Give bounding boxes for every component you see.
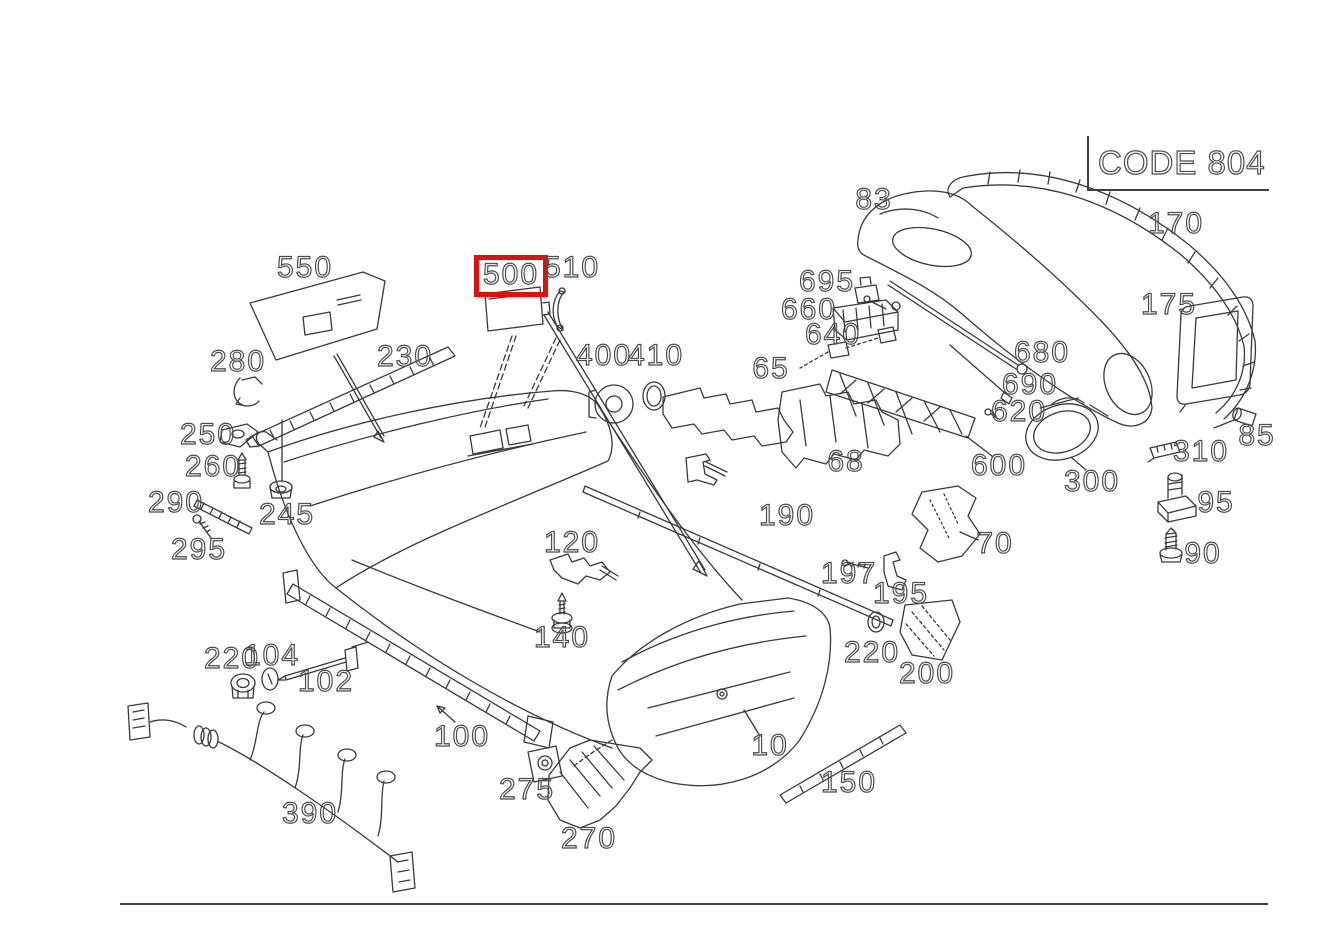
part-197-screw [841,559,869,569]
part-label: 390 [281,797,339,830]
part-label: 83 [855,183,893,216]
part-140-screw [551,592,573,634]
part-label: 102 [297,665,355,698]
part-290-strip [193,499,253,535]
part-label: 150 [820,766,878,799]
part-label: 410 [627,339,685,372]
part-220-nut-left [230,673,256,699]
part-label: 90 [1184,537,1222,570]
part-85-pin [1213,407,1257,429]
part-label: 195 [872,577,930,610]
part-label: 300 [1063,465,1121,498]
part-600-beam [825,369,976,439]
part-190-strip [582,485,894,627]
part-250-clip [219,423,259,448]
part-300-tailpipe [1025,397,1109,461]
part-410-ring [642,381,666,411]
part-230-rail [245,346,456,448]
part-175-frame [1176,296,1254,413]
part-620-screw [984,408,999,420]
code-callout: CODE 804 [1087,136,1269,191]
part-280-clip [233,376,263,407]
part-label: 310 [1172,435,1230,468]
part-104-clip [261,667,279,691]
part-245-grommet [269,480,293,499]
part-label: 260 [184,450,242,483]
part-120-bracket [549,553,619,585]
part-690-rod [949,344,1013,405]
part-label: 690 [1001,368,1059,401]
part-label-highlighted: 500 [473,255,549,297]
part-label: 270 [560,822,618,855]
part-label: 280 [209,345,267,378]
part-label: 70 [976,527,1014,560]
part-275-plate [527,745,563,783]
part-label: 620 [990,395,1048,428]
part-label: 200 [898,657,956,690]
part-660-module [832,295,901,341]
part-150-strip [779,724,907,804]
part-550-pad [249,271,386,361]
part-label: 400 [575,339,633,372]
part-label: 120 [543,526,601,559]
part-label: 510 [543,251,601,284]
part-390-harness [127,701,416,893]
part-65-absorber [662,387,794,447]
part-label: 295 [170,533,228,566]
part-label: 245 [258,498,316,531]
part-220-grommet-right [867,611,885,633]
part-label: 85 [1238,419,1276,452]
part-label: 600 [970,449,1028,482]
part-label: 68 [827,445,865,478]
part-label: 10 [751,729,789,762]
part-95-mount [1157,472,1197,523]
part-83-diffuser [856,190,1153,427]
part-label: 550 [276,251,334,284]
part-label: 100 [433,720,491,753]
part-195-bracket [883,551,907,591]
part-680-rod [887,280,1028,375]
part-label: 65 [752,352,790,385]
part-label: 680 [1013,336,1071,369]
part-310-clip [1147,441,1181,463]
bottom-rule [120,903,1268,905]
part-label: 290 [147,486,205,519]
part-label: 197 [820,557,878,590]
part-400-sensor [588,384,634,424]
part-270-bracket [547,739,653,829]
leader-lines [281,311,1087,737]
part-10-bumper-skin [573,597,832,787]
part-170-trim [947,169,1257,420]
part-label: 220 [203,642,261,675]
part-70-foam [911,485,981,563]
part-label: 95 [1197,486,1235,519]
part-label: 640 [804,318,862,351]
part-label: 275 [498,773,556,806]
part-label: 190 [758,499,816,532]
part-label: 250 [179,418,237,451]
code-label: CODE 804 [1097,143,1266,181]
part-695-bracket [854,276,880,304]
part-260-screw [233,452,251,489]
part-100-impact-bar [282,569,554,749]
part-bumper-inner [255,389,743,749]
part-200-corner [899,599,961,661]
part-640-pads [799,326,897,369]
part-label: 170 [1147,207,1205,240]
part-295-screw [192,514,212,539]
part-90-screw [1159,527,1183,563]
part-label: 695 [798,265,856,298]
part-68-absorber [777,383,901,469]
part-label: 175 [1140,288,1198,321]
part-60-bracket [685,453,728,486]
part-102-bolt [277,641,369,681]
part-label: 230 [376,340,434,373]
part-label: 220 [843,636,901,669]
part-label: 140 [533,621,591,654]
part-label: 660 [780,293,838,326]
part-label: 104 [243,639,301,672]
